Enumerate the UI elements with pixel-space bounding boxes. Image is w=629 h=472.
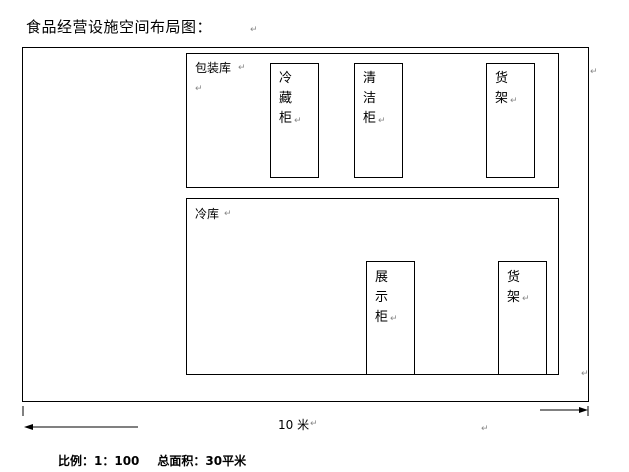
paragraph-mark: ↵ <box>310 419 318 429</box>
shelf-cold-room <box>498 261 547 375</box>
paragraph-mark: ↵ <box>224 209 232 219</box>
display-cabinet-label: 展 示 柜 <box>375 270 389 325</box>
cleaning-cabinet <box>354 63 403 178</box>
paragraph-mark: ↵ <box>238 63 246 73</box>
cold-storage-cabinet <box>270 63 319 178</box>
display-cabinet <box>366 261 415 375</box>
cleaning-cabinet-label: 清 洁 柜 <box>363 71 377 126</box>
paragraph-mark: ↵ <box>294 116 302 126</box>
paragraph-mark: ↵ <box>510 96 518 106</box>
diagram-title: 食品经营设施空间布局图： <box>26 18 213 36</box>
cold-storage-cabinet-label: 冷 藏 柜 <box>279 71 293 126</box>
paragraph-mark: ↵ <box>390 314 398 324</box>
paragraph-mark: ↵ <box>590 67 598 77</box>
dimension-arrows <box>22 406 589 430</box>
shelf-packaging-room <box>486 63 535 178</box>
paragraph-mark: ↵ <box>378 116 386 126</box>
cold-storage-room-label: 冷库 <box>195 207 220 221</box>
paragraph-mark: ↵ <box>481 424 489 434</box>
left-arrow-icon <box>24 424 33 430</box>
shelf-cold-room-label: 货 架 <box>507 270 521 305</box>
paragraph-mark: ↵ <box>581 369 589 379</box>
shelf-packaging-room-label: 货 架 <box>495 71 509 106</box>
scale-text: 比例：1：100 <box>58 454 140 468</box>
dimension-label: 10 米 <box>278 418 310 432</box>
packaging-room-label: 包装库 <box>195 61 232 75</box>
right-arrow-icon <box>579 407 588 413</box>
paragraph-mark: ↵ <box>195 84 203 94</box>
paragraph-mark: ↵ <box>522 294 530 304</box>
footer: 比例：1：100 总面积：30平米 <box>58 452 246 469</box>
total-area-text: 总面积：30平米 <box>157 454 247 468</box>
paragraph-mark: ↵ <box>250 25 258 35</box>
